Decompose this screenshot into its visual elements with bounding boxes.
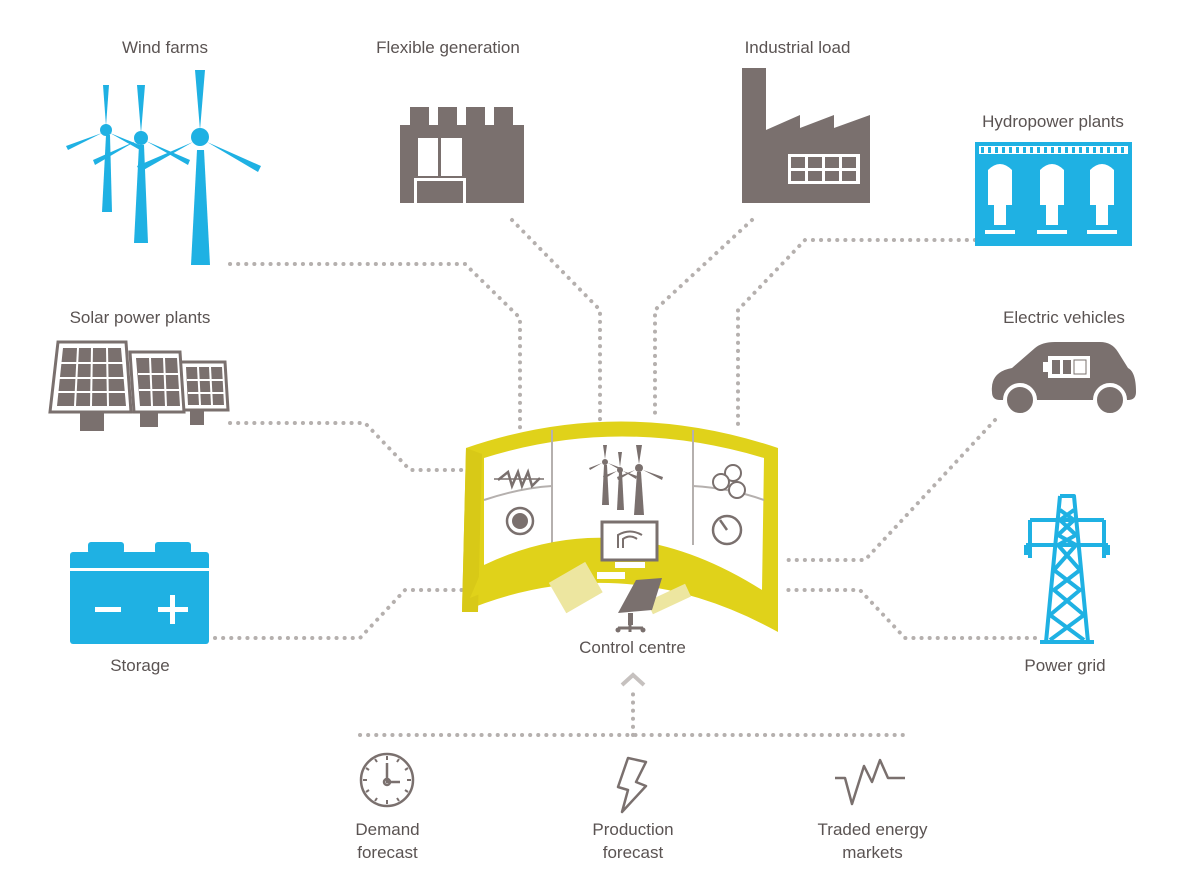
label-industrial-load: Industrial load	[744, 38, 851, 57]
label-traded-energy: Traded energy markets	[800, 818, 945, 864]
market-graph-icon	[835, 758, 905, 806]
connector-grid	[783, 588, 1037, 640]
clock-icon	[359, 752, 415, 808]
label-electric-vehicles: Electric vehicles	[1003, 308, 1125, 327]
label-power-grid: Power grid	[1024, 656, 1106, 675]
connector-hydro	[736, 238, 977, 432]
chevron-up-icon	[620, 672, 646, 687]
connector-flexible	[510, 218, 602, 422]
connector-lines	[213, 218, 1037, 737]
solar-panel-icon	[48, 340, 230, 431]
label-demand-forecast-line2: forecast	[357, 843, 418, 862]
label-demand-forecast-line1: Demand	[355, 820, 420, 839]
hydropower-icon	[975, 142, 1132, 246]
control-room-icon	[462, 421, 778, 633]
label-production-forecast-line1: Production	[592, 820, 674, 839]
battery-icon	[70, 542, 209, 644]
pylon-icon	[1024, 494, 1110, 644]
connector-solar	[228, 421, 467, 472]
label-production-forecast-line2: forecast	[602, 843, 664, 862]
electric-car-icon	[991, 342, 1136, 417]
label-control-centre: Control centre	[579, 638, 686, 657]
label-hydropower-plants: Hydropower plants	[982, 112, 1124, 131]
connector-storage	[213, 588, 467, 640]
label-wind-farms: Wind farms	[122, 38, 208, 57]
label-traded-energy-line1: Traded energy	[817, 820, 928, 839]
label-traded-energy-line2: markets	[842, 843, 903, 862]
wind-turbine-icon	[66, 70, 261, 265]
connector-wind	[228, 262, 522, 432]
label-flexible-generation: Flexible generation	[376, 38, 520, 57]
label-storage: Storage	[110, 656, 170, 675]
factory-icon	[742, 68, 870, 203]
label-demand-forecast: Demand forecast	[330, 818, 445, 864]
label-solar-power-plants: Solar power plants	[69, 308, 211, 327]
label-production-forecast: Production forecast	[573, 818, 693, 864]
power-plant-icon	[400, 107, 524, 203]
lightning-icon	[616, 756, 648, 814]
connector-ev	[783, 418, 997, 562]
